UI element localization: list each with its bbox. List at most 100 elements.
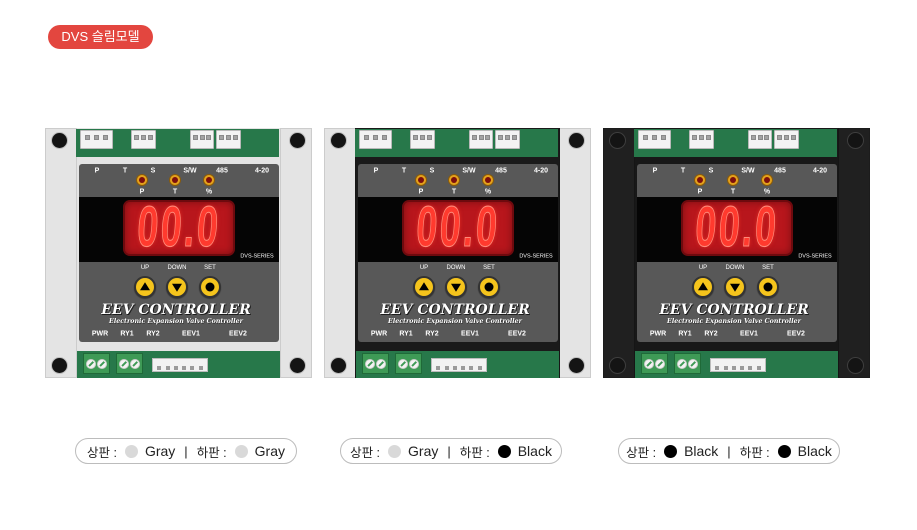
connector xyxy=(495,130,520,149)
connector-pin xyxy=(198,366,203,370)
led-indicator-t xyxy=(169,174,181,186)
connector-pin xyxy=(94,135,99,140)
connector-pin xyxy=(706,135,711,140)
screw-icon xyxy=(643,358,654,369)
bottom-plate-label: 하판 : xyxy=(196,445,227,460)
connector-pin xyxy=(427,135,432,140)
screw-terminal xyxy=(83,353,110,374)
connector-pin xyxy=(85,135,90,140)
output-label-ry2: RY2 xyxy=(146,330,160,338)
bottom-plate-label: 하판 : xyxy=(739,445,770,460)
terminal-label-sw: S/W xyxy=(183,167,197,175)
top-plate-label: 상판 : xyxy=(87,445,117,460)
terminal-label-p: P xyxy=(94,167,100,175)
connector xyxy=(190,130,214,149)
connector-pin xyxy=(461,366,466,370)
terminal-label-4-20: 4-20 xyxy=(254,167,270,175)
top-pcb-strip xyxy=(76,129,279,157)
connector-pin xyxy=(485,135,491,140)
led-indicator-p xyxy=(694,174,706,186)
connector-pin xyxy=(692,135,697,140)
bottom-plate-color-swatch xyxy=(777,444,791,458)
set-button xyxy=(757,276,779,298)
connector-pin xyxy=(364,135,369,140)
output-label-eev1: EEV1 xyxy=(461,330,479,338)
top-plate-color-swatch xyxy=(388,444,402,458)
led-label-percent: % xyxy=(763,188,771,196)
led-label-t: T xyxy=(451,188,457,196)
triangle-up-icon xyxy=(419,282,429,291)
connector-pin xyxy=(661,135,666,140)
mounting-hole xyxy=(52,358,67,373)
bottom-plate-color-swatch xyxy=(497,444,511,458)
bottom-pcb-strip xyxy=(77,351,280,378)
button-label-up: UP xyxy=(419,265,429,271)
connector-pin xyxy=(134,135,139,140)
brand-title: EEV CONTROLLER xyxy=(380,302,530,318)
connector-pin xyxy=(784,135,789,140)
connector xyxy=(216,130,241,149)
screw-icon xyxy=(364,358,375,369)
connector-pin xyxy=(444,366,449,370)
set-button xyxy=(478,276,500,298)
controller-front-panel: P T S S/W 485 4-20 P T % 00.0 DVS-SERIES… xyxy=(637,164,837,342)
connector-pin xyxy=(477,366,482,370)
mounting-hole xyxy=(610,133,625,148)
mounting-hole xyxy=(610,358,625,373)
output-label-eev2: EEV2 xyxy=(508,330,526,338)
display-value: 00.0 xyxy=(135,195,223,260)
connector xyxy=(80,130,113,149)
output-label-ry1: RY1 xyxy=(399,330,413,338)
terminal-label-485: 485 xyxy=(774,167,786,175)
connector-pin xyxy=(723,366,728,370)
button-label-set: SET xyxy=(762,265,774,271)
screw-terminal xyxy=(362,353,389,374)
top-plate-label: 상판 : xyxy=(350,445,381,460)
connector-pin xyxy=(740,366,745,370)
controller-front-panel: P T S S/W 485 4-20 P T % 00.0 DVS-SERIES… xyxy=(358,164,558,342)
connector-pin xyxy=(757,135,763,140)
connector-pin xyxy=(192,135,198,140)
circle-icon xyxy=(205,282,215,292)
series-label: DVS-SERIES xyxy=(519,253,553,260)
connector-pin xyxy=(103,135,108,140)
connector-pin xyxy=(471,135,477,140)
terminal-label-s: S xyxy=(150,167,156,175)
screw-icon xyxy=(655,358,666,369)
up-button xyxy=(692,276,714,298)
screw-icon xyxy=(118,358,129,369)
connector-pin xyxy=(512,135,517,140)
button-label-set: SET xyxy=(204,265,216,271)
display-value: 00.0 xyxy=(414,195,502,260)
terminal-label-sw: S/W xyxy=(462,167,476,175)
terminal-label-p: P xyxy=(652,167,658,175)
up-button xyxy=(413,276,435,298)
pin-header xyxy=(152,358,208,372)
screw-terminal xyxy=(116,353,143,374)
bottom-plate-color-name: Black xyxy=(797,443,832,459)
output-label-ry1: RY1 xyxy=(120,330,134,338)
screw-icon xyxy=(376,358,387,369)
bottom-pcb-strip xyxy=(635,351,838,378)
connector-pin xyxy=(748,366,753,370)
connector-pin xyxy=(148,135,153,140)
plate-color-caption: 상판 : Black | 하판 : Black xyxy=(618,438,840,464)
output-label-eev1: EEV1 xyxy=(740,330,758,338)
brand-subtitle: Electronic Expansion Valve Controller xyxy=(667,317,801,325)
down-button xyxy=(166,276,188,298)
connector-pin xyxy=(157,366,162,370)
output-label-eev2: EEV2 xyxy=(787,330,805,338)
led-indicator-percent xyxy=(203,174,215,186)
top-plate-color-swatch xyxy=(124,444,138,458)
mounting-hole xyxy=(848,133,863,148)
triangle-down-icon xyxy=(451,283,461,292)
button-label-down: DOWN xyxy=(446,265,466,271)
series-label: DVS-SERIES xyxy=(798,253,832,260)
output-label-ry1: RY1 xyxy=(678,330,692,338)
brand-subtitle: Electronic Expansion Valve Controller xyxy=(109,317,243,325)
connector-pin xyxy=(373,135,378,140)
screw-icon xyxy=(97,358,108,369)
series-label: DVS-SERIES xyxy=(240,253,274,260)
output-label-eev1: EEV1 xyxy=(182,330,200,338)
controller-product-image: P T S S/W 485 4-20 P T % 00.0 DVS-SERIES… xyxy=(45,128,312,378)
